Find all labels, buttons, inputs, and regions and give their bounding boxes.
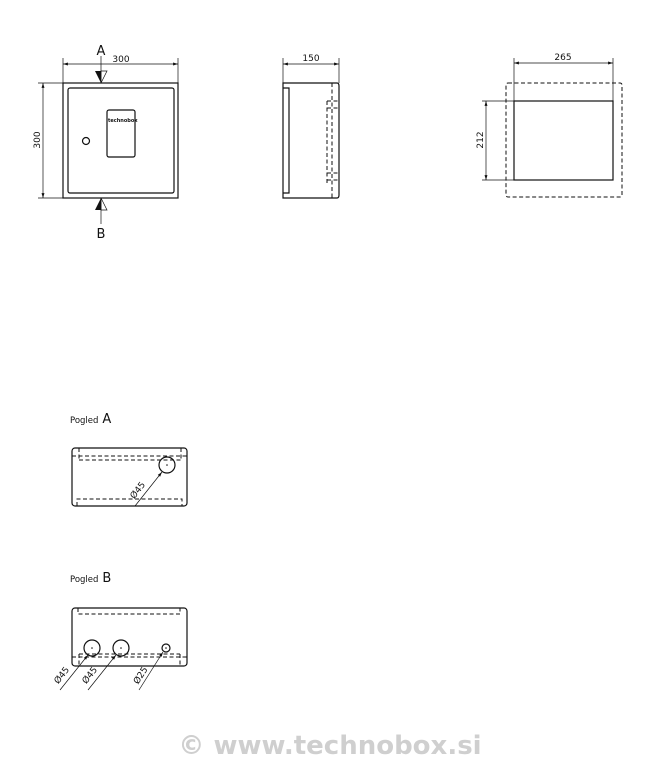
- height-dimension-label: 300: [33, 131, 43, 148]
- plate-height-label: 212: [476, 131, 486, 148]
- plate-width-label: 265: [554, 53, 571, 63]
- hole-label: Ø45: [52, 665, 72, 686]
- window: [106, 109, 136, 158]
- logo: technobox: [108, 118, 138, 124]
- section-a-label: A: [97, 44, 106, 59]
- hole: [158, 456, 176, 474]
- back-view: 265 212: [476, 53, 623, 198]
- mounting-plate: [513, 100, 614, 181]
- hole: [161, 643, 171, 653]
- hole-label: Ø45: [80, 665, 100, 686]
- door-outline: [67, 87, 175, 194]
- hole: [83, 639, 101, 657]
- section-b-label: B: [97, 227, 106, 242]
- front-view: technobox 300 300 A B: [33, 44, 179, 242]
- lock-icon: [81, 136, 91, 146]
- hole-label: Ø45: [128, 480, 148, 501]
- hole: [112, 639, 130, 657]
- watermark: © www.technobox.si: [178, 731, 481, 761]
- view-a: Pogled A Ø45: [70, 410, 188, 507]
- side-view: 150: [282, 54, 340, 199]
- enclosure-outline: [62, 82, 179, 199]
- view-b-caption: Pogled B: [70, 569, 111, 586]
- depth-dimension-label: 150: [302, 54, 319, 64]
- view-b: Pogled B Ø45 Ø45 Ø25: [52, 569, 188, 691]
- width-dimension-label: 300: [112, 55, 129, 65]
- view-a-caption: Pogled A: [70, 410, 111, 427]
